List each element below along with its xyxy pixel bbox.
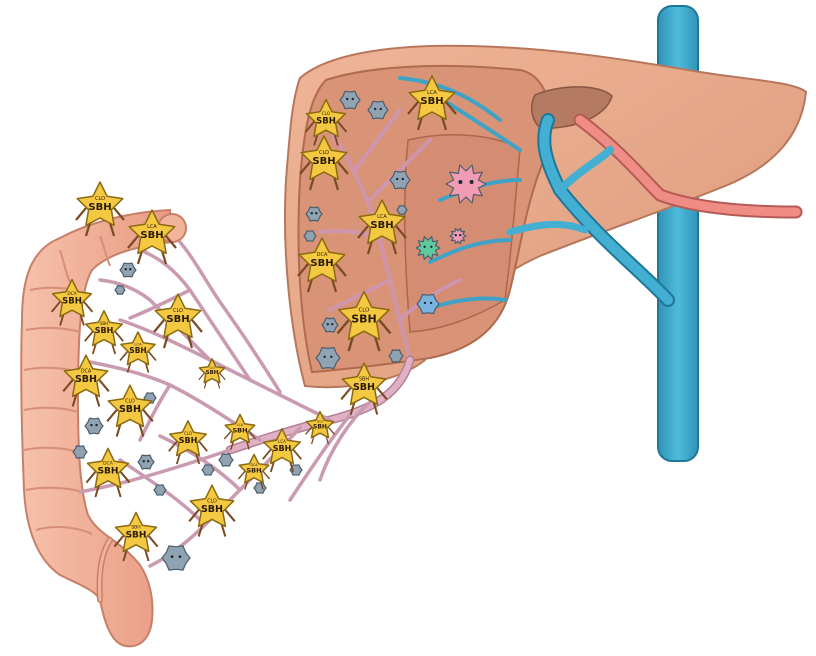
microbe-eye bbox=[459, 234, 461, 236]
star-sbh-label: SBH bbox=[129, 346, 146, 355]
star-sbh-label: SBH bbox=[316, 116, 336, 126]
microbe-eye bbox=[171, 555, 174, 558]
microbe-eye bbox=[330, 356, 332, 358]
microbe-icon bbox=[115, 286, 125, 295]
microbe-body bbox=[219, 454, 233, 466]
star-sbh-label: SBH bbox=[95, 326, 114, 335]
microbe-eye bbox=[352, 98, 354, 100]
star-sbh-label: SBH bbox=[201, 504, 223, 515]
star-sbh-label: SBH bbox=[246, 467, 261, 475]
star-sbh-label: SBH bbox=[312, 156, 335, 167]
microbe-eye bbox=[311, 212, 313, 214]
microbe-eye bbox=[458, 180, 462, 184]
microbe-eye bbox=[423, 246, 425, 248]
microbe-eye bbox=[331, 323, 333, 325]
microbe-eye bbox=[346, 98, 348, 100]
microbe-icon bbox=[162, 546, 190, 570]
microbe-body bbox=[120, 263, 136, 277]
microbe-eye bbox=[396, 178, 398, 180]
microbe-eye bbox=[179, 555, 182, 558]
microbe-eye bbox=[380, 108, 382, 110]
microbe-body bbox=[304, 231, 316, 241]
star-sbh-label: SBH bbox=[353, 382, 375, 393]
microbe-eye bbox=[327, 323, 329, 325]
microbe-eye bbox=[430, 302, 432, 304]
microbe-eye bbox=[424, 302, 426, 304]
star-sbh-label: SBH bbox=[119, 404, 141, 415]
microbe-eye bbox=[147, 460, 149, 462]
microbe-icon bbox=[304, 231, 316, 241]
star-sbh-label: SBH bbox=[62, 296, 82, 306]
microbe-icon bbox=[397, 206, 407, 215]
microbe-icon bbox=[138, 455, 154, 469]
microbe-eye bbox=[402, 178, 404, 180]
microbe-icon bbox=[254, 483, 266, 493]
microbe-icon bbox=[85, 418, 103, 434]
microbe-eye bbox=[90, 424, 92, 426]
microbe-body bbox=[138, 455, 154, 469]
microbe-icon bbox=[219, 454, 233, 466]
star-sbh-label: SBH bbox=[206, 370, 219, 376]
microbe-body bbox=[154, 485, 166, 495]
star-sbh-label: SBH bbox=[126, 531, 147, 541]
microbe-eye bbox=[125, 268, 127, 270]
microbe-icon bbox=[202, 465, 214, 475]
star-sbh-label: SBH bbox=[140, 230, 163, 241]
star-sbh-label: SBH bbox=[98, 467, 119, 477]
star-sbh-label: SBH bbox=[179, 436, 198, 445]
microbe-body bbox=[397, 206, 407, 215]
microbe-body bbox=[162, 546, 190, 570]
microbe-eye bbox=[95, 424, 97, 426]
microbe-eye bbox=[129, 268, 131, 270]
star-sbh-label: SBH bbox=[273, 444, 292, 453]
star-sbh-label: SBH bbox=[232, 427, 247, 435]
star-sbh-label: SBH bbox=[75, 374, 97, 385]
star-character-icon: CLOSBH bbox=[199, 359, 225, 389]
colon bbox=[21, 210, 186, 646]
star-sbh-label: SBH bbox=[88, 202, 111, 213]
microbe-eye bbox=[323, 356, 325, 358]
star-character-icon: CLOSBH bbox=[154, 294, 202, 348]
microbe-icon bbox=[154, 485, 166, 495]
star-sbh-label: SBH bbox=[370, 220, 393, 231]
microbe-body bbox=[85, 418, 103, 434]
microbe-eye bbox=[143, 460, 145, 462]
microbe-eye bbox=[430, 246, 432, 248]
microbe-eye bbox=[470, 180, 474, 184]
microbe-body bbox=[115, 286, 125, 295]
star-sbh-label: SBH bbox=[313, 423, 327, 430]
microbe-eye bbox=[374, 108, 376, 110]
star-sbh-label: SBH bbox=[351, 312, 377, 325]
microbe-icon bbox=[120, 263, 136, 277]
microbe-eye bbox=[455, 234, 457, 236]
microbe-eye bbox=[315, 212, 317, 214]
star-tag-label: CLO bbox=[209, 366, 215, 370]
star-sbh-label: SBH bbox=[166, 314, 189, 325]
microbe-body bbox=[202, 465, 214, 475]
star-sbh-label: SBH bbox=[310, 258, 333, 269]
microbe-body bbox=[254, 483, 266, 493]
star-sbh-label: SBH bbox=[420, 96, 443, 107]
